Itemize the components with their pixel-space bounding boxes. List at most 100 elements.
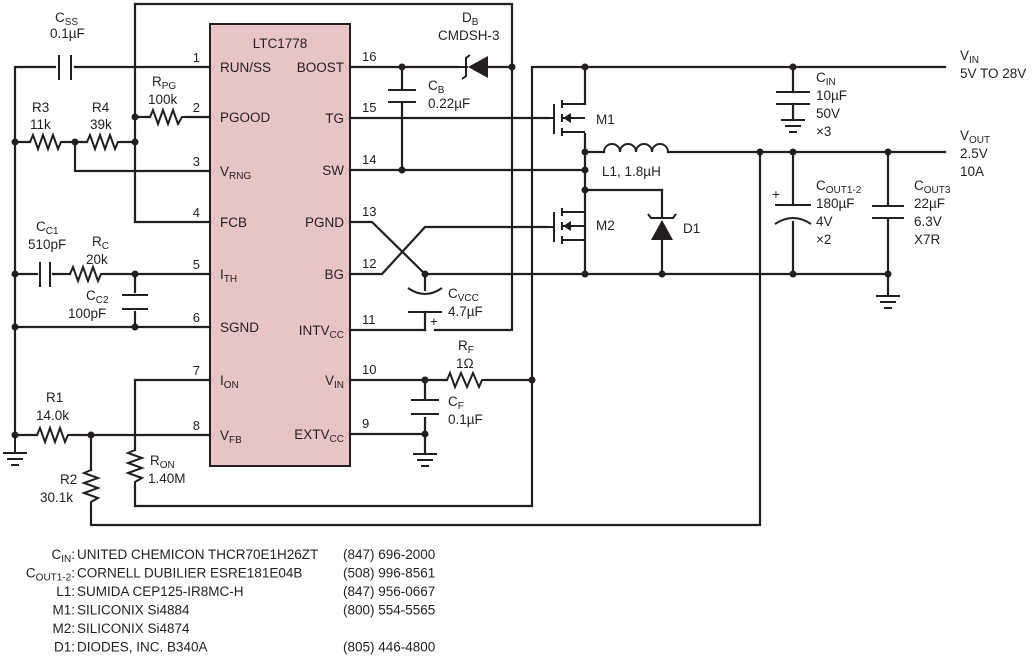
pin-label: PGOOD <box>220 110 271 125</box>
cf-capacitor <box>411 399 439 415</box>
junction-dots <box>11 63 892 439</box>
pin-label: INTVCC <box>299 323 344 341</box>
cb-value: 0.22µF <box>428 96 470 111</box>
bom-phone: (847) 696-2000 <box>343 547 435 562</box>
bom-description: SUMIDA CEP125-IR8MC-H <box>77 584 244 599</box>
r2-resistor <box>81 469 101 506</box>
bom-ref: COUT1-2: <box>26 566 75 584</box>
pin-number: 15 <box>362 100 376 115</box>
rc-value: 20k <box>86 252 108 267</box>
rf-value: 1Ω <box>456 356 474 371</box>
bom-phone: (800) 554-5565 <box>343 603 435 618</box>
pin-number: 5 <box>193 257 200 272</box>
cout12-voltage: 4V <box>816 214 833 229</box>
cvcc-capacitor: + <box>407 287 443 329</box>
r4-ref: R4 <box>92 100 110 115</box>
r2-ref: R2 <box>60 472 77 487</box>
ron-ref: RON <box>150 453 175 471</box>
vout-label: VOUT <box>960 128 990 146</box>
rc-ref: RC <box>92 234 109 252</box>
cout3-value: 22µF <box>914 196 945 211</box>
wires <box>13 2 947 527</box>
cout12-value: 180µF <box>816 196 855 211</box>
db-ref: DB <box>462 10 479 28</box>
cout3-capacitor <box>872 205 904 219</box>
pin-number: 14 <box>362 152 376 167</box>
r3-ref: R3 <box>32 100 49 115</box>
cf-ref: CF <box>448 394 464 412</box>
r3-value: 11k <box>30 117 51 132</box>
pin-number: 6 <box>193 310 200 325</box>
ground-symbol-out <box>876 295 900 309</box>
cout3-voltage: 6.3V <box>914 214 942 229</box>
cc2-ref: CC2 <box>86 288 109 306</box>
cin-voltage: 50V <box>816 106 840 121</box>
rc-resistor <box>69 264 104 284</box>
pin-label: ITH <box>220 267 237 285</box>
cc1-ref: CC1 <box>36 219 59 237</box>
ron-resistor <box>125 449 145 485</box>
r1-resistor <box>36 425 71 445</box>
cin-capacitor <box>776 91 810 105</box>
cin-count: ×3 <box>816 124 831 139</box>
pin-number: 3 <box>193 154 200 169</box>
vin-range: 5V TO 28V <box>960 66 1026 81</box>
pin-label: VIN <box>325 373 344 391</box>
cvcc-polarity: + <box>430 314 438 329</box>
m1-mosfet <box>548 100 585 136</box>
css-capacitor <box>58 55 72 80</box>
m2-mosfet <box>548 208 585 244</box>
pin-label: VFB <box>220 428 242 446</box>
cc2-capacitor <box>122 294 148 310</box>
pin-label: SGND <box>220 320 259 335</box>
cvcc-value: 4.7µF <box>448 304 483 319</box>
cin-ref: CIN <box>816 70 836 88</box>
css-value: 0.1µF <box>50 26 85 41</box>
l1-label: L1, 1.8µH <box>602 164 661 179</box>
ron-value: 1.40M <box>148 471 186 486</box>
bom-ref: D1: <box>54 640 75 655</box>
ground-symbol-cf <box>413 453 437 467</box>
css-ref: CSS <box>55 10 78 28</box>
ic-body <box>209 23 351 467</box>
d1-diode <box>647 213 677 240</box>
pin-number: 8 <box>193 418 200 433</box>
pin-label: TG <box>325 111 344 126</box>
bom-description: SILICONIX Si4874 <box>77 621 190 636</box>
l1-inductor <box>603 143 669 153</box>
pin-label: ION <box>220 373 239 391</box>
bom-ref: M1: <box>52 603 75 618</box>
cout12-ref: COUT1-2 <box>816 178 862 196</box>
pin-label: BG <box>324 267 344 282</box>
pin-label: BOOST <box>297 60 344 75</box>
bom-ref: M2: <box>52 621 75 636</box>
r1-value: 14.0k <box>36 408 69 423</box>
pin-number: 2 <box>193 100 200 115</box>
pin-label: VRNG <box>220 164 251 182</box>
pin-number: 16 <box>362 49 376 64</box>
cb-ref: CB <box>428 78 445 96</box>
bom-description: CORNELL DUBILIER ESRE181E04B <box>77 566 302 581</box>
rpg-resistor <box>149 107 186 127</box>
pin-label: PGND <box>305 215 344 230</box>
bom-ref: L1: <box>56 584 75 599</box>
vin-label: VIN <box>960 48 979 66</box>
r1-ref: R1 <box>46 390 63 405</box>
bom-description: DIODES, INC. B340A <box>77 640 208 655</box>
bom-phone: (847) 956-0667 <box>343 584 435 599</box>
rpg-value: 100k <box>148 92 178 107</box>
pin-label: EXTVCC <box>294 427 344 445</box>
r2-value: 30.1k <box>40 490 73 505</box>
pin-number: 1 <box>193 50 200 65</box>
vout-current: 10A <box>960 164 984 179</box>
pin-number: 12 <box>362 256 376 271</box>
d1-ref: D1 <box>683 221 700 236</box>
cout12-count: ×2 <box>816 232 831 247</box>
rpg-ref: RPG <box>152 74 176 92</box>
bom-phone: (805) 446-4800 <box>343 640 435 655</box>
r4-resistor <box>86 132 121 152</box>
cvcc-ref: CVCC <box>448 286 479 304</box>
cc1-capacitor <box>39 262 51 287</box>
ground-symbol-cin <box>781 119 805 133</box>
